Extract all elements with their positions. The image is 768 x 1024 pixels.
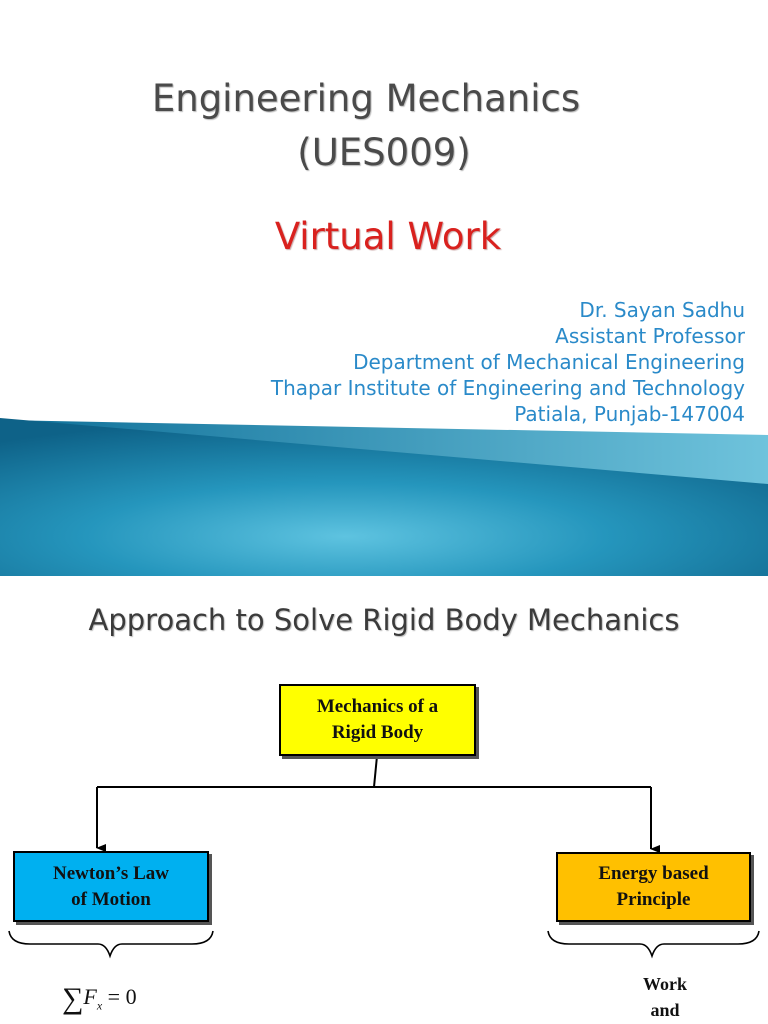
box-root-line-2: Rigid Body bbox=[331, 722, 424, 743]
flowchart-connectors bbox=[8, 755, 760, 959]
work-label-line-2: and bbox=[650, 1000, 680, 1021]
work-and-label: Work and bbox=[620, 971, 710, 1023]
title-line-1: Engineering Mechanics bbox=[151, 77, 581, 120]
sum-symbol: ∑ bbox=[62, 982, 84, 1015]
decorative-banner bbox=[0, 418, 768, 576]
box-left-line-2: of Motion bbox=[71, 888, 151, 910]
author-position: Assistant Professor bbox=[555, 324, 745, 348]
author-department: Department of Mechanical Engineering bbox=[353, 350, 745, 374]
work-label-line-1: Work bbox=[642, 974, 687, 994]
author-address: Patiala, Punjab-147004 bbox=[514, 402, 745, 426]
equation-subscript: x bbox=[96, 998, 103, 1013]
connector-root-stem bbox=[373, 755, 378, 788]
author-institute: Thapar Institute of Engineering and Tech… bbox=[270, 376, 745, 400]
title-line-2: (UES009) bbox=[297, 131, 471, 174]
box-right-line-2: Principle bbox=[616, 889, 691, 910]
brace-right bbox=[547, 930, 760, 959]
box-right-line-1: Energy based bbox=[598, 863, 709, 885]
box-newtons-law: Newton’s Law of Motion bbox=[13, 851, 209, 922]
author-name: Dr. Sayan Sadhu bbox=[579, 298, 745, 322]
box-left-line-1: Newton’s Law bbox=[53, 862, 169, 884]
approach-slide: Approach to Solve Rigid Body Mechanics M… bbox=[0, 576, 768, 1024]
box-root-line-1: Mechanics of a bbox=[316, 696, 439, 718]
brace-left bbox=[8, 930, 214, 959]
title-slide: Engineering Mechanics (UES009) Virtual W… bbox=[0, 77, 768, 576]
equation-variable: F bbox=[83, 984, 97, 1009]
box-mechanics-rigid-body: Mechanics of a Rigid Body bbox=[279, 684, 476, 756]
force-sum-equation: ∑Fx = 0 bbox=[62, 984, 137, 1014]
subtitle: Virtual Work bbox=[274, 215, 502, 258]
banner-teal-body bbox=[0, 418, 768, 576]
slide-title: Approach to Solve Rigid Body Mechanics bbox=[88, 603, 680, 637]
equation-rhs: = 0 bbox=[102, 984, 137, 1009]
